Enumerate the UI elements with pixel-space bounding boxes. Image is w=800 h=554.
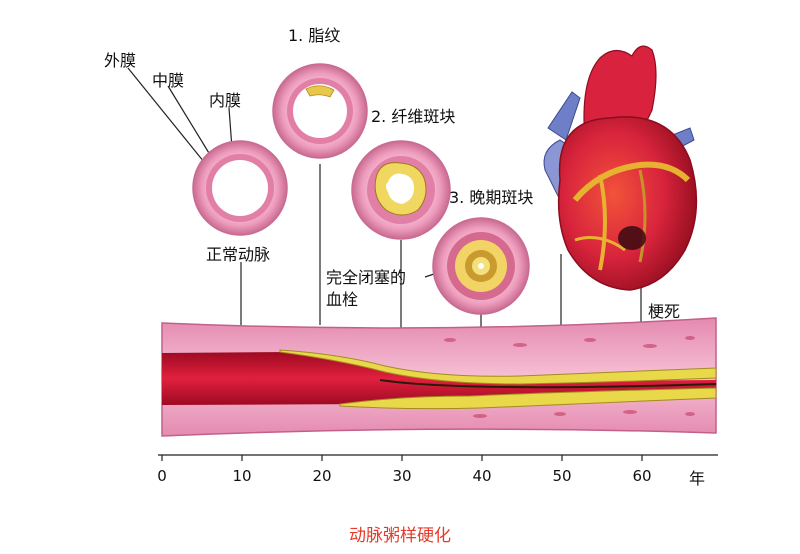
normal-artery-cross-section <box>192 140 288 236</box>
axis-tick-label: 30 <box>392 467 412 485</box>
fibrous-plaque-cross-section <box>351 140 451 240</box>
axis-tick-label: 10 <box>232 467 252 485</box>
label-normal-artery: 正常动脉 <box>206 245 271 264</box>
label-thrombus-line1: 完全闭塞的 <box>326 268 407 287</box>
heart-illustration <box>543 45 698 291</box>
label-infarct: 梗死 <box>648 302 681 321</box>
label-stage-1: 1. 脂纹 <box>288 26 341 45</box>
label-outer-layer: 外膜 <box>104 51 137 70</box>
label-middle-layer: 中膜 <box>152 71 185 90</box>
advanced-plaque-cross-section <box>432 217 530 315</box>
label-stage-3: 3. 晚期斑块 <box>449 188 534 207</box>
axis-tick-label: 40 <box>472 467 492 485</box>
label-inner-layer: 内膜 <box>209 91 242 110</box>
artery-longitudinal-section <box>161 317 717 437</box>
time-axis <box>158 454 718 461</box>
label-stage-2: 2. 纤维斑块 <box>371 107 456 126</box>
axis-tick-label: 50 <box>552 467 572 485</box>
axis-unit-label: 年 <box>688 469 706 488</box>
axis-tick-label: 20 <box>312 467 332 485</box>
axis-tick-label: 60 <box>632 467 652 485</box>
label-thrombus-line2: 血栓 <box>326 290 359 309</box>
fatty-streak-cross-section <box>272 63 368 159</box>
figure-caption: 动脉粥样硬化 <box>349 526 451 546</box>
axis-tick-label: 0 <box>157 467 167 485</box>
